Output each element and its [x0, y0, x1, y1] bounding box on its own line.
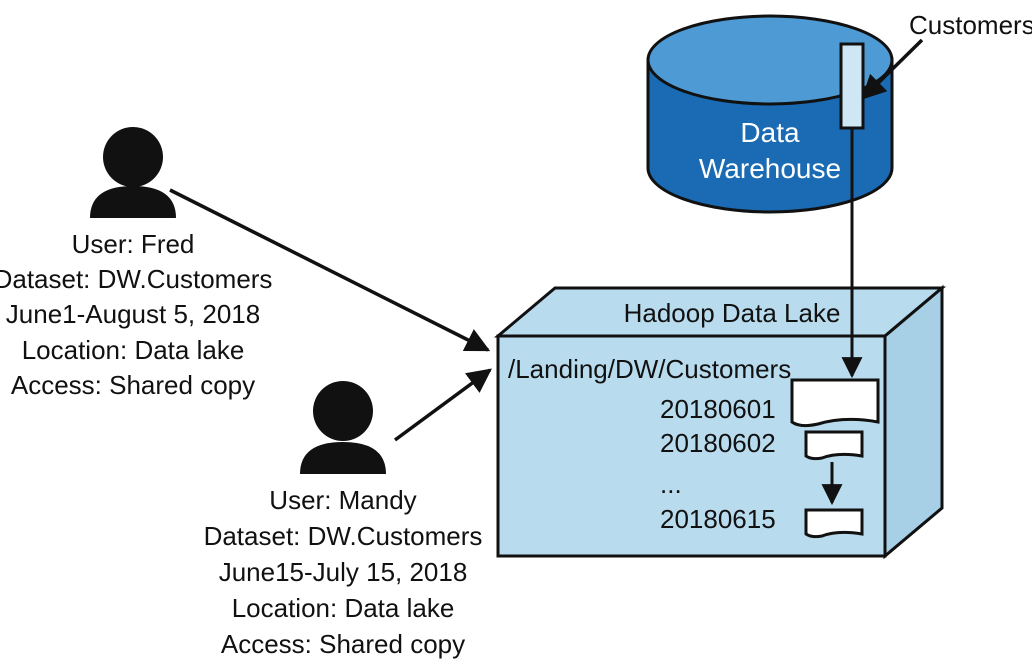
- mandy-access-arrow: [393, 368, 492, 442]
- fred-date-range: June1-August 5, 2018: [6, 299, 260, 329]
- fred-location: Location: Data lake: [22, 335, 245, 365]
- fred-access: Access: Shared copy: [11, 370, 255, 400]
- hadoop-data-lake-box: Hadoop Data Lake /Landing/DW/Customers 2…: [493, 284, 947, 560]
- mandy-access: Access: Shared copy: [221, 629, 465, 659]
- partition-label-3: 20180615: [660, 504, 776, 534]
- partition-file-icon-1: [790, 378, 880, 428]
- partition-label-1: 20180601: [660, 394, 776, 424]
- partition-label-2: 20180602: [660, 428, 776, 458]
- customers-label: Customers: [909, 10, 1032, 40]
- customers-table: [839, 42, 865, 130]
- user-fred: User: Fred Dataset: DW.Customers June1-A…: [0, 127, 272, 400]
- fred-access-arrow: [169, 188, 491, 352]
- data-warehouse-label-line2: Warehouse: [699, 153, 841, 184]
- user-mandy: User: Mandy Dataset: DW.Customers June15…: [204, 381, 483, 659]
- person-icon: [90, 127, 176, 218]
- data-lake-title: Hadoop Data Lake: [624, 298, 841, 328]
- data-lake-path: /Landing/DW/Customers: [508, 354, 791, 384]
- data-warehouse-label-line1: Data: [740, 117, 800, 148]
- partition-ellipsis: ...: [660, 469, 682, 499]
- mandy-user-label: User: Mandy: [269, 485, 416, 515]
- data-warehouse-cylinder: Data Warehouse: [646, 14, 894, 214]
- partition-file-icon-2: [804, 430, 864, 461]
- customers-pointer-arrow: [861, 38, 924, 100]
- fred-dataset-label: Dataset: DW.Customers: [0, 264, 272, 294]
- partition-file-icon-3: [804, 508, 864, 539]
- mandy-date-range: June15-July 15, 2018: [219, 557, 468, 587]
- person-icon: [300, 381, 386, 474]
- fred-user-label: User: Fred: [72, 229, 195, 259]
- mandy-dataset-label: Dataset: DW.Customers: [204, 521, 483, 551]
- cylinder-top: [646, 14, 894, 106]
- lake-box-side-face: [883, 284, 944, 560]
- mandy-location: Location: Data lake: [232, 593, 455, 623]
